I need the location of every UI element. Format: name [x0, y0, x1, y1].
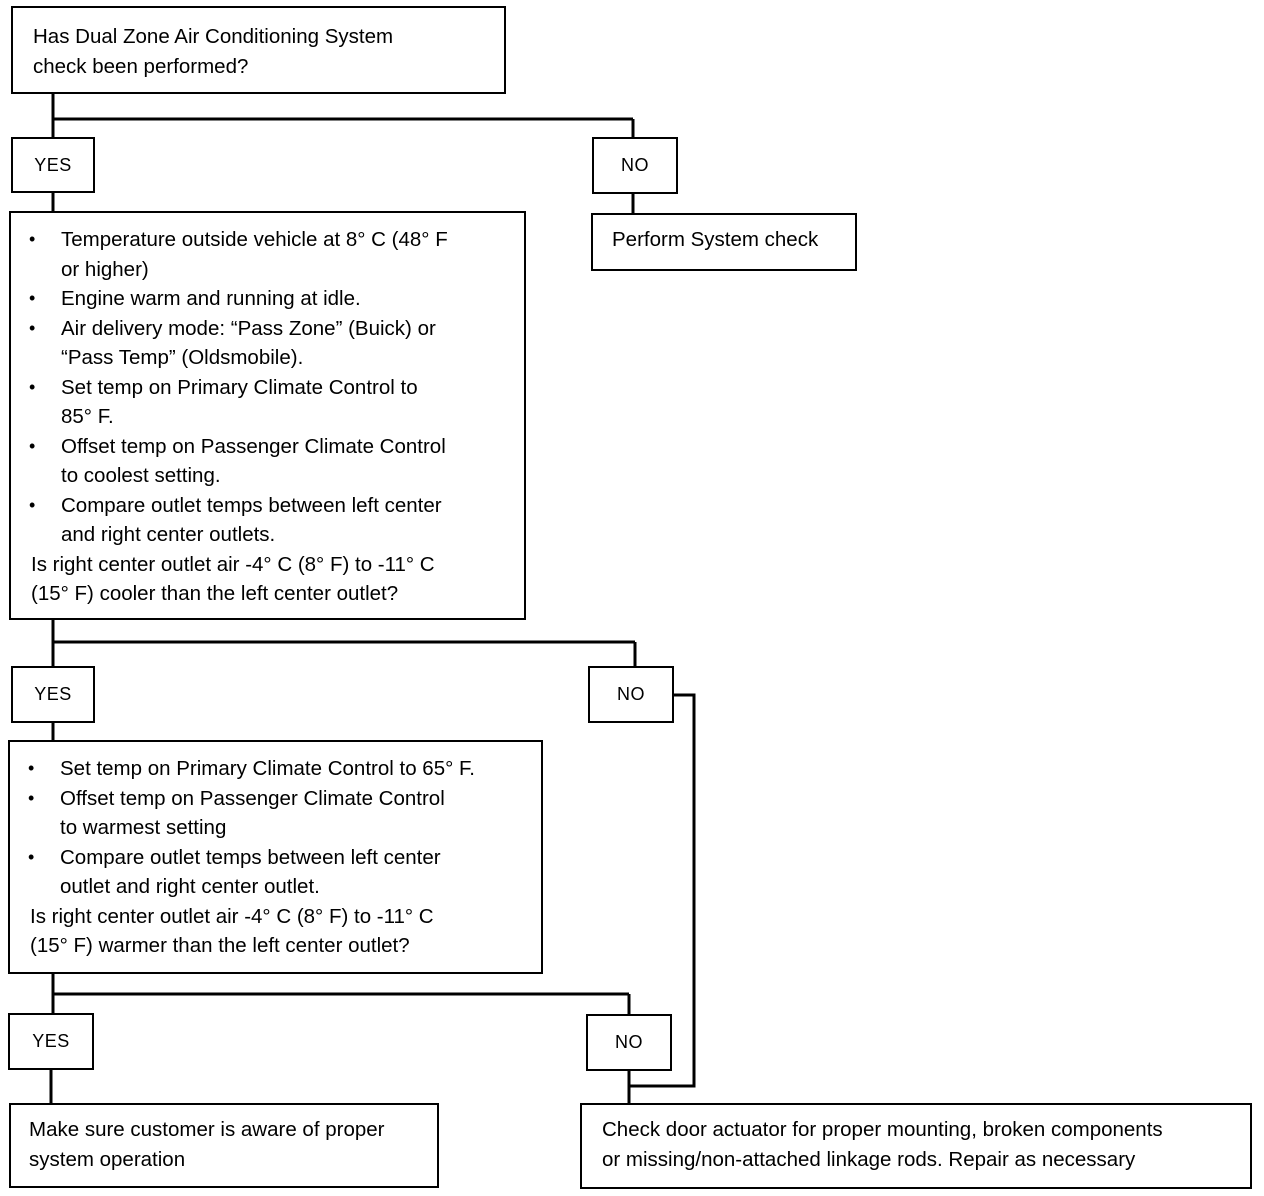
level1-conditions-box: Temperature outside vehicle at 8° C (48°…: [9, 211, 526, 620]
start-question-line: Has Dual Zone Air Conditioning System: [33, 25, 394, 48]
connector: [629, 693, 696, 1088]
level1-condition-list: Temperature outside vehicle at 8° C (48°…: [11, 225, 524, 550]
condition-item: Compare outlet temps between left center…: [10, 843, 541, 902]
level1-yes-label: YES: [11, 137, 95, 193]
start-question-line: check been performed?: [33, 54, 249, 78]
condition-item: Compare outlet temps between left center…: [11, 491, 524, 550]
condition-item: Offset temp on Passenger Climate Control…: [10, 784, 541, 843]
level3-yes-label: YES: [8, 1013, 94, 1070]
level2-conditions-box: Set temp on Primary Climate Control to 6…: [8, 740, 543, 974]
level1-no-label: NO: [592, 137, 678, 194]
level2-condition-list: Set temp on Primary Climate Control to 6…: [10, 754, 541, 902]
perform-system-check-text: Perform System check: [612, 228, 819, 251]
level1-question: Is right center outlet air -4° C (8° F) …: [31, 552, 435, 606]
customer-aware-box: Make sure customer is aware of proper sy…: [9, 1103, 439, 1188]
condition-item: Offset temp on Passenger Climate Control…: [11, 432, 524, 491]
level2-yes-label: YES: [11, 666, 95, 723]
start-question-box: Has Dual Zone Air Conditioning System ch…: [11, 6, 506, 94]
condition-item: Temperature outside vehicle at 8° C (48°…: [11, 225, 524, 284]
perform-system-check-box: Perform System check: [591, 213, 857, 271]
condition-item: Engine warm and running at idle.: [11, 284, 524, 314]
condition-item: Set temp on Primary Climate Control to 6…: [10, 754, 541, 784]
condition-item: Set temp on Primary Climate Control to 8…: [11, 373, 524, 432]
level3-no-label: NO: [586, 1014, 672, 1071]
check-door-actuator-box: Check door actuator for proper mounting,…: [580, 1103, 1252, 1189]
level2-question: Is right center outlet air -4° C (8° F) …: [30, 904, 434, 958]
level2-no-label: NO: [588, 666, 674, 723]
condition-item: Air delivery mode: “Pass Zone” (Buick) o…: [11, 314, 524, 373]
